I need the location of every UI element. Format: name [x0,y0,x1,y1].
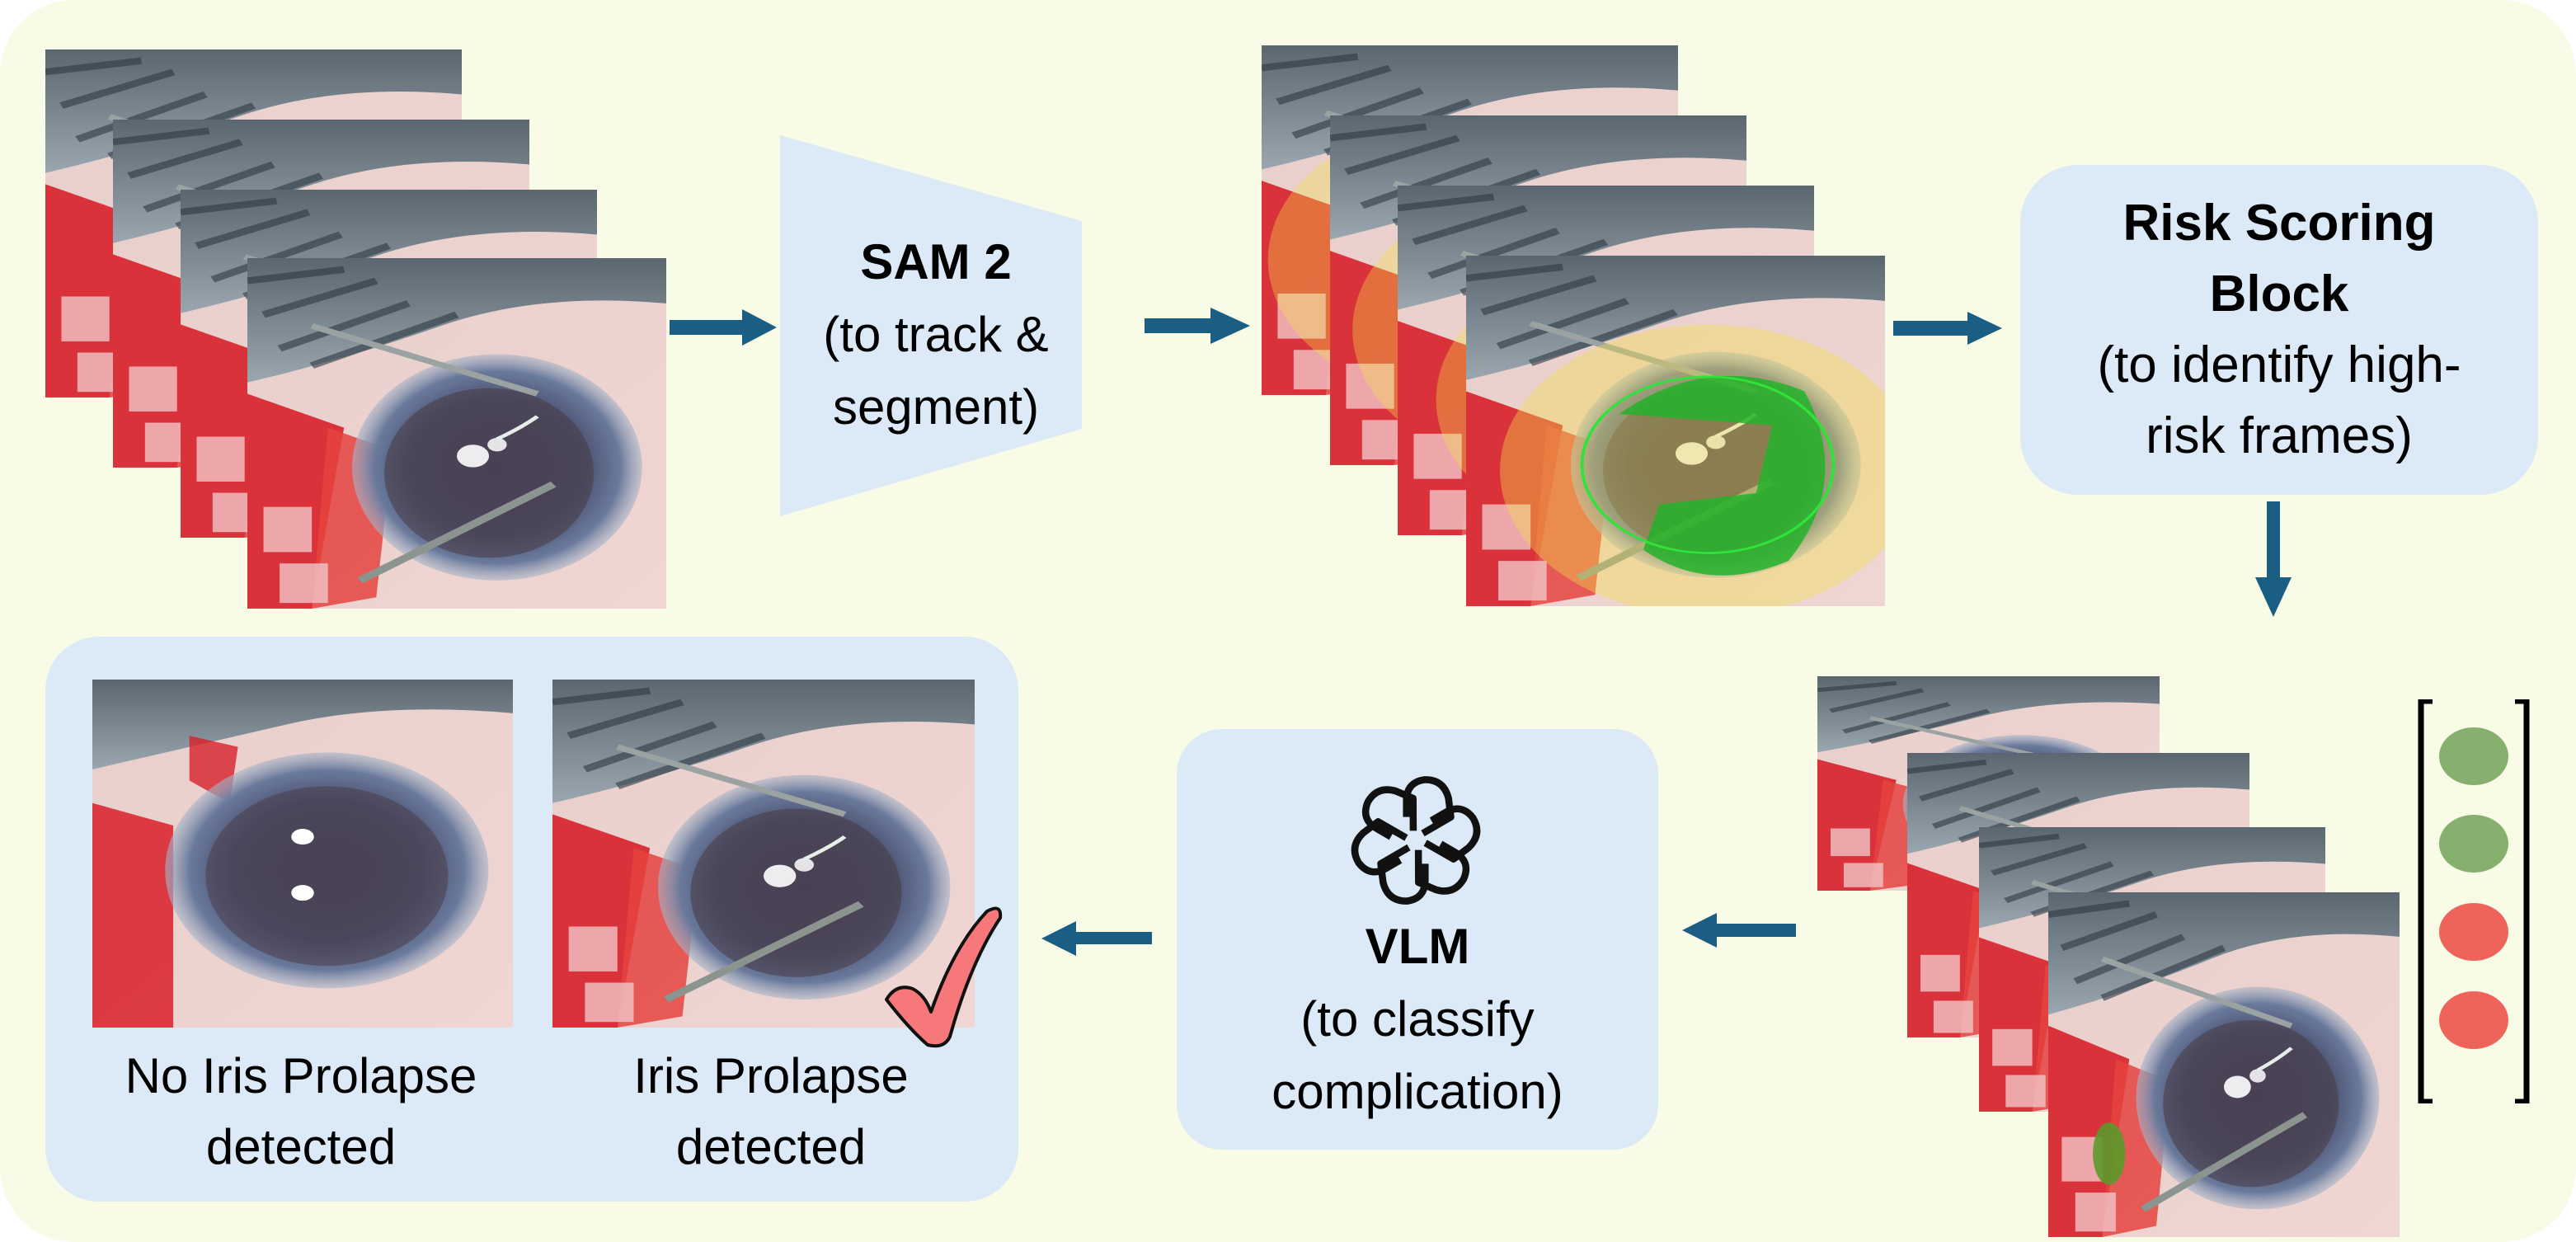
bracket-shape [2418,698,2530,1105]
vlm-title: VLM [1365,919,1470,974]
risk-scoring-block: Risk Scoring Block (to identify high- ri… [2020,165,2538,495]
risk-dot-low [2439,727,2508,785]
result-label-prolapse: Iris Prolapse detected [532,1041,1010,1183]
result-label-line: detected [205,1119,397,1174]
result-image-no-prolapse [92,680,513,1028]
sam2-block: SAM 2 (to track & segment) [780,135,1092,516]
sam2-subtitle-line: (to track & [823,307,1049,362]
risk-frame [2048,892,2400,1237]
sam2-subtitle-line: segment) [832,379,1040,435]
arrow-left-icon [1041,921,1152,956]
result-label-line: No Iris Prolapse [125,1048,477,1103]
result-label-no-prolapse: No Iris Prolapse detected [62,1041,540,1183]
sam2-title: SAM 2 [860,234,1012,289]
arrow-down-icon [2255,501,2292,617]
sam2-trapezoid-shape [780,135,1082,516]
risk-dot-high [2439,903,2508,961]
vlm-subtitle-line: complication) [1272,1064,1563,1119]
risk-dot-low [2439,815,2508,873]
vlm-subtitle-line: (to classify [1300,991,1535,1047]
pupil-mask [1619,375,1826,576]
risk-block-subtitle-line: (to identify high- [2097,336,2461,393]
output-results-block: No Iris Prolapse detected Iris Prolapse … [45,637,1018,1202]
vlm-block: VLM (to classify complication) [1177,729,1658,1150]
arrow-right-icon [670,309,777,346]
risk-block-title-line: Risk Scoring [2122,195,2436,252]
risk-dot-high [2439,991,2508,1049]
openai-logo-icon [1351,776,1481,905]
segmented-frame [1466,256,1885,606]
arrow-left-icon [1682,913,1796,948]
arrow-right-icon [1145,308,1250,344]
risk-score-vector [2416,698,2531,1105]
input-frame [247,258,666,609]
arrow-right-icon [1893,312,2002,345]
risk-block-subtitle-line: risk frames) [2146,407,2413,464]
result-label-line: Iris Prolapse [633,1048,909,1103]
risk-block-title-line: Block [2209,266,2349,322]
checkmark-icon [885,906,1003,1048]
result-label-line: detected [675,1119,867,1174]
